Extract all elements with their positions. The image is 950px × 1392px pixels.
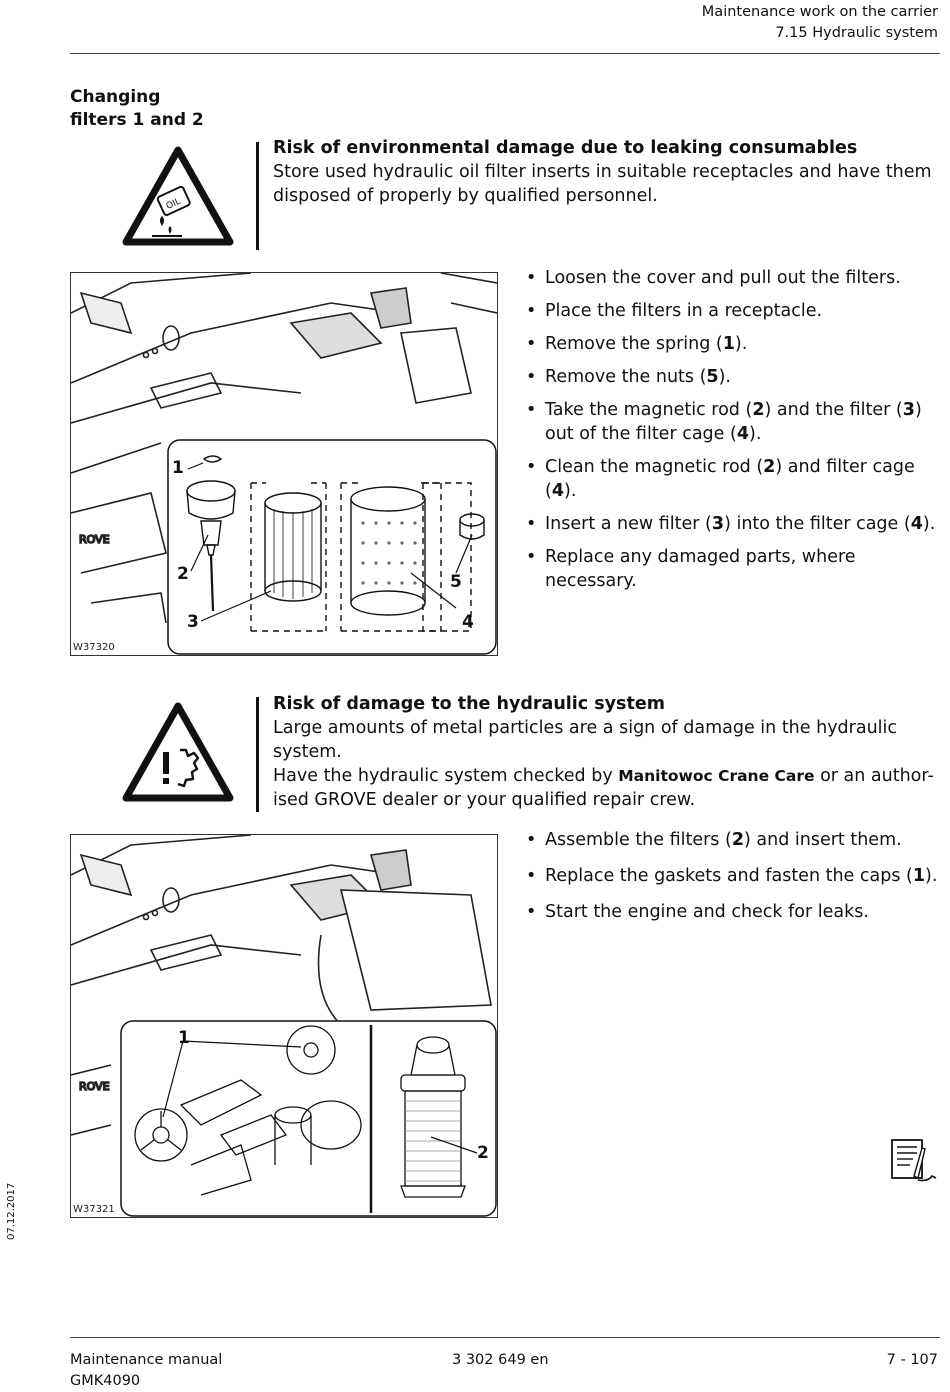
callout-1: 1 <box>172 458 184 478</box>
callout-3: 3 <box>187 612 199 632</box>
callout-5: 5 <box>450 572 462 592</box>
warning-title: Risk of environmental damage due to leak… <box>273 138 858 158</box>
svg-text:ROVE: ROVE <box>79 1080 110 1093</box>
callout-2: 2 <box>477 1143 489 1163</box>
figure-filter-parts-drawing: ROVE <box>70 272 498 655</box>
figure-code: W37321 <box>73 1204 115 1215</box>
figure-code: W37320 <box>73 642 115 653</box>
footer-manual: Maintenance manual GMK4090 <box>70 1352 223 1389</box>
figure-filter-parts: ROVE <box>70 272 498 656</box>
list-item: Place the filters in a receptacle. <box>526 299 941 323</box>
warning-bar <box>256 697 259 812</box>
list-item: Replace the gaskets and fasten the caps … <box>526 864 941 888</box>
list-item: Take the magnetic rod (2) and the filter… <box>526 398 941 446</box>
running-header: Maintenance work on the carrier 7.15 Hyd… <box>702 2 938 44</box>
steps-assembly-list: Assemble the filters (2) and insert them… <box>526 828 941 933</box>
warning-bar <box>256 142 259 250</box>
section-title: Changing filters 1 and 2 <box>70 87 204 130</box>
list-item: Loosen the cover and pull out the filter… <box>526 266 941 290</box>
list-item: Start the engine and check for leaks. <box>526 900 941 924</box>
footer-docno: 3 302 649 en <box>452 1352 549 1368</box>
figure-filter-assembly: ROVE <box>70 834 498 1218</box>
callout-2: 2 <box>177 564 189 584</box>
warning-text: Store used hydraulic oil filter inserts … <box>273 162 932 206</box>
warning-text: Large amounts of metal particles are a s… <box>273 718 898 762</box>
oil-hazard-warning-icon: OIL <box>122 146 234 246</box>
footer-page-number: 7 - 107 <box>886 1352 938 1368</box>
footer-rule <box>70 1337 940 1338</box>
machine-damage-warning-icon <box>122 702 234 802</box>
warning-hydraulic-damage: Risk of damage to the hydraulic system L… <box>273 692 943 812</box>
revision-date: 07.12.2017 <box>6 1182 17 1240</box>
list-item: Clean the magnetic rod (2) and filter ca… <box>526 455 941 503</box>
list-item: Remove the nuts (5). <box>526 365 941 389</box>
figure-filter-assembly-drawing: ROVE <box>70 834 497 1217</box>
list-item: Replace any damaged parts, where necessa… <box>526 545 941 593</box>
list-item: Insert a new filter (3) into the filter … <box>526 512 941 536</box>
list-item: Remove the spring (1). <box>526 332 941 356</box>
list-item: Assemble the filters (2) and insert them… <box>526 828 941 852</box>
warning-title: Risk of damage to the hydraulic system <box>273 694 665 714</box>
svg-text:ROVE: ROVE <box>79 533 110 546</box>
steps-removal-list: Loosen the cover and pull out the filter… <box>526 266 941 602</box>
callout-1: 1 <box>178 1028 190 1048</box>
callout-4: 4 <box>462 612 474 632</box>
warning-environmental: Risk of environmental damage due to leak… <box>273 136 943 208</box>
header-section: 7.15 Hydraulic system <box>775 25 938 41</box>
header-rule <box>70 53 940 54</box>
brand-name: Manitowoc Crane Care <box>618 767 815 785</box>
header-chapter: Maintenance work on the carrier <box>701 4 938 20</box>
document-notes-icon <box>891 1139 937 1182</box>
